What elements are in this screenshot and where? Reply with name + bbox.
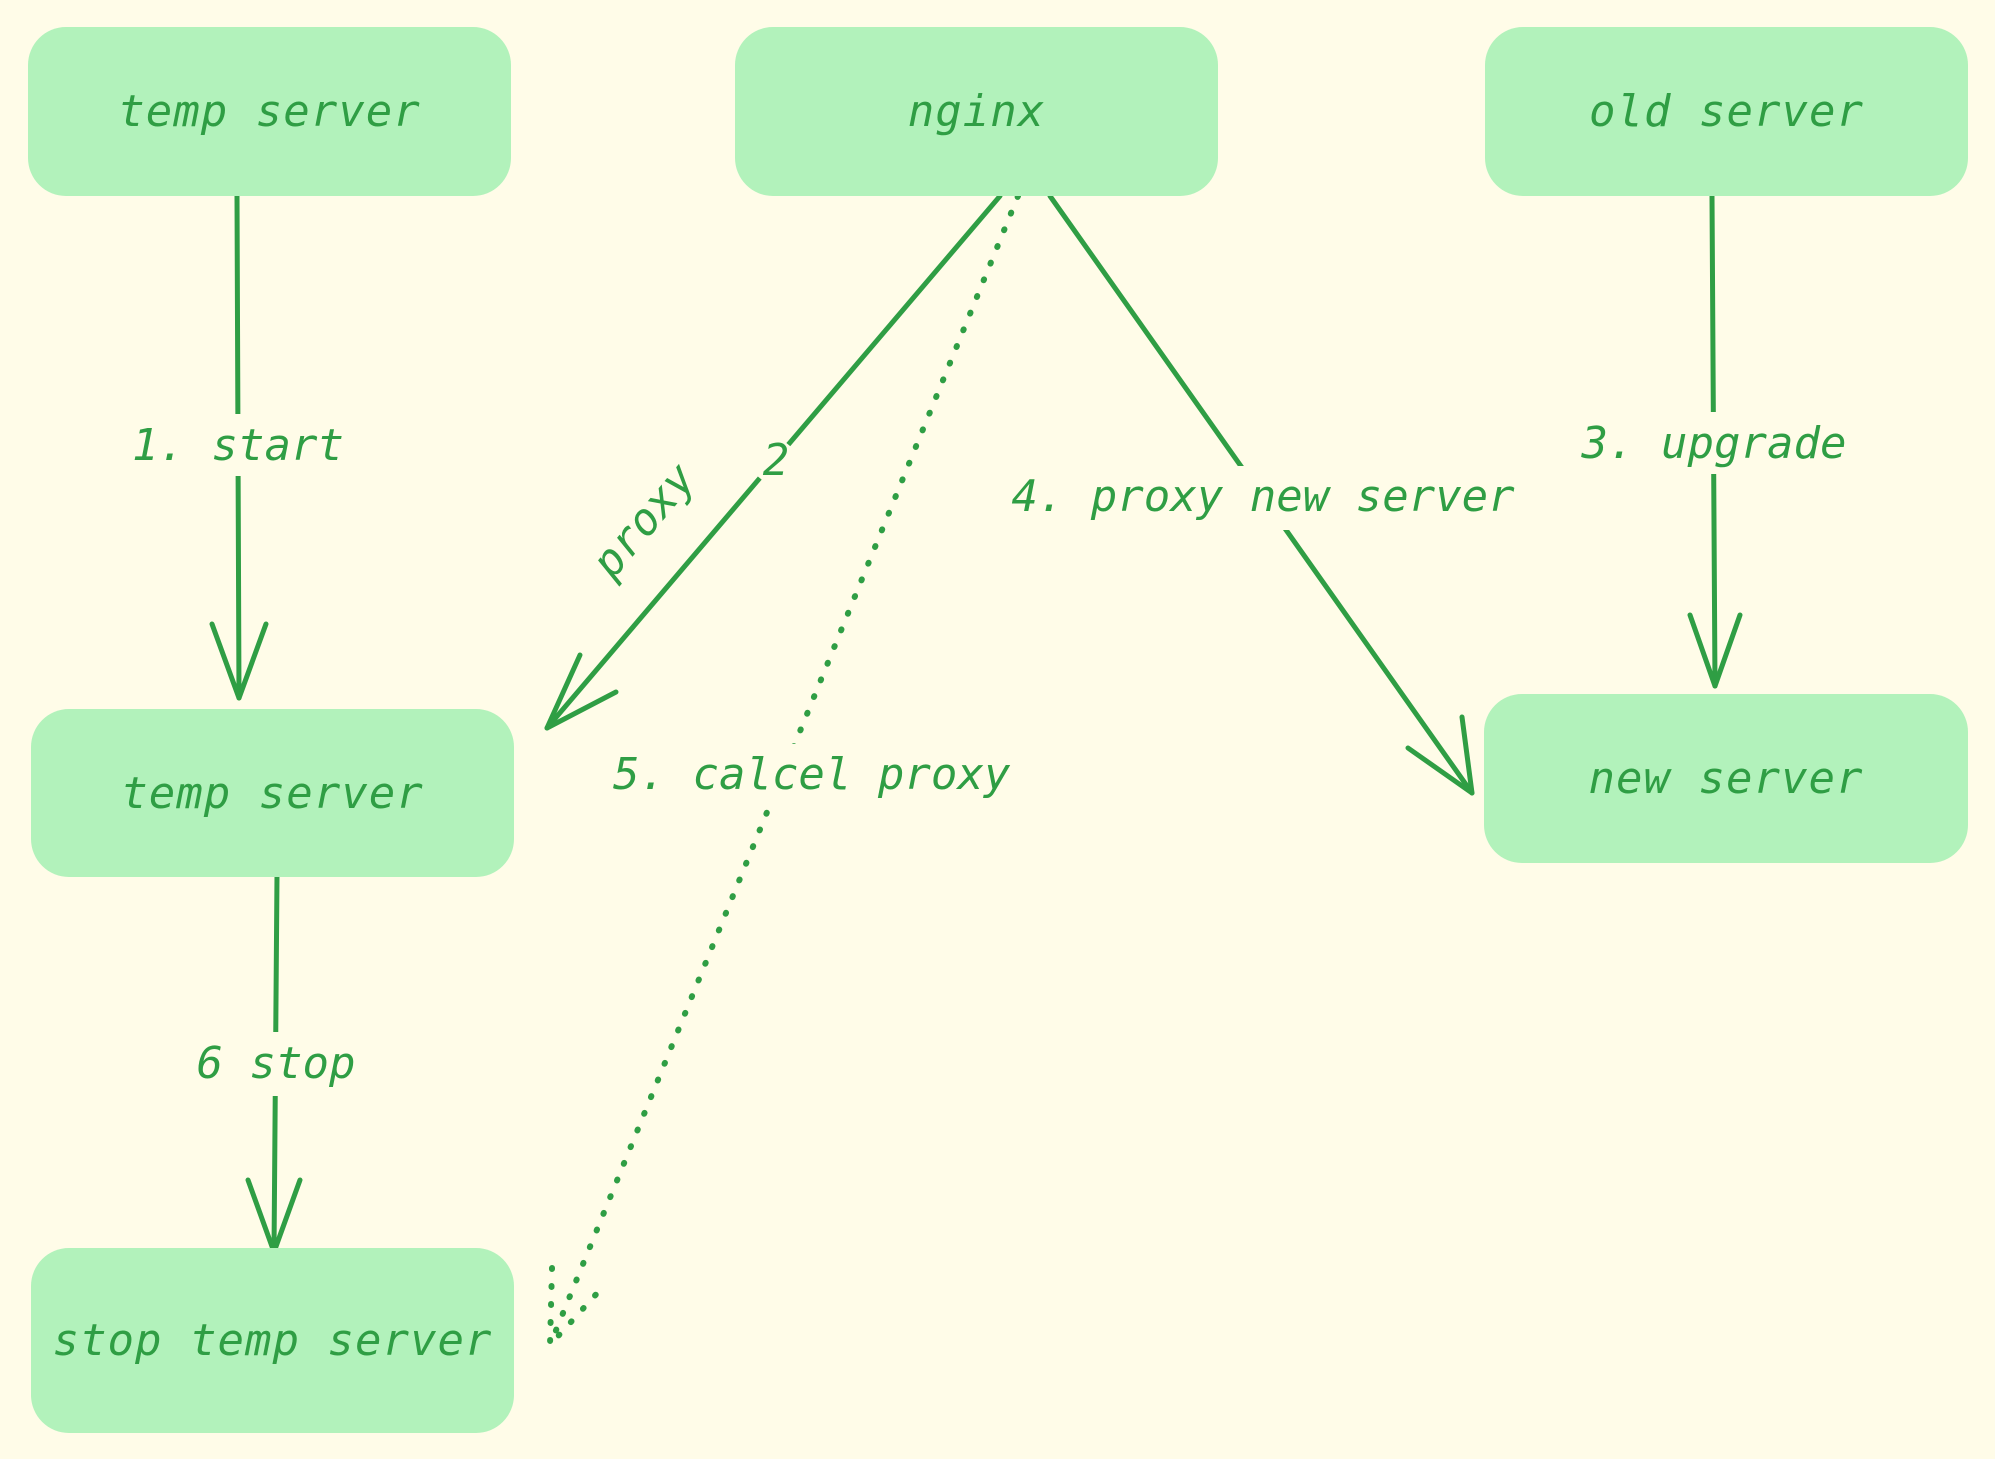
node-nginx[interactable]: nginx — [735, 27, 1218, 196]
edge-label-proxy-new-server: 4. proxy new server — [1011, 471, 1515, 522]
edge-label-stop: 6 stop — [197, 1038, 356, 1089]
edge-start: 1. start — [132, 193, 344, 701]
node-new-server[interactable]: new server — [1484, 694, 1968, 863]
edge-label-cancel-proxy: 5. calcel proxy — [613, 749, 1011, 800]
edge-upgrade: 3. upgrade — [1581, 193, 1847, 689]
edge-proxy-new-server: 4. proxy new server — [1011, 193, 1515, 796]
edge-stop: 6 stop — [192, 872, 360, 1255]
edge-label-proxy-number: 2 — [763, 435, 790, 486]
node-stop-temp-server[interactable]: stop temp server — [31, 1248, 514, 1433]
node-temp-server-top[interactable]: temp server — [28, 27, 511, 196]
edge-cancel-proxy: 5. calcel proxy — [547, 193, 1021, 1348]
edge-label-start: 1. start — [132, 420, 344, 471]
node-temp-server-middle[interactable]: temp server — [31, 709, 514, 877]
edge-label-upgrade: 3. upgrade — [1581, 418, 1847, 469]
node-old-server[interactable]: old server — [1485, 27, 1968, 196]
edge-label-proxy: proxy — [581, 453, 706, 588]
edge-proxy: 2 proxy — [544, 193, 1003, 731]
